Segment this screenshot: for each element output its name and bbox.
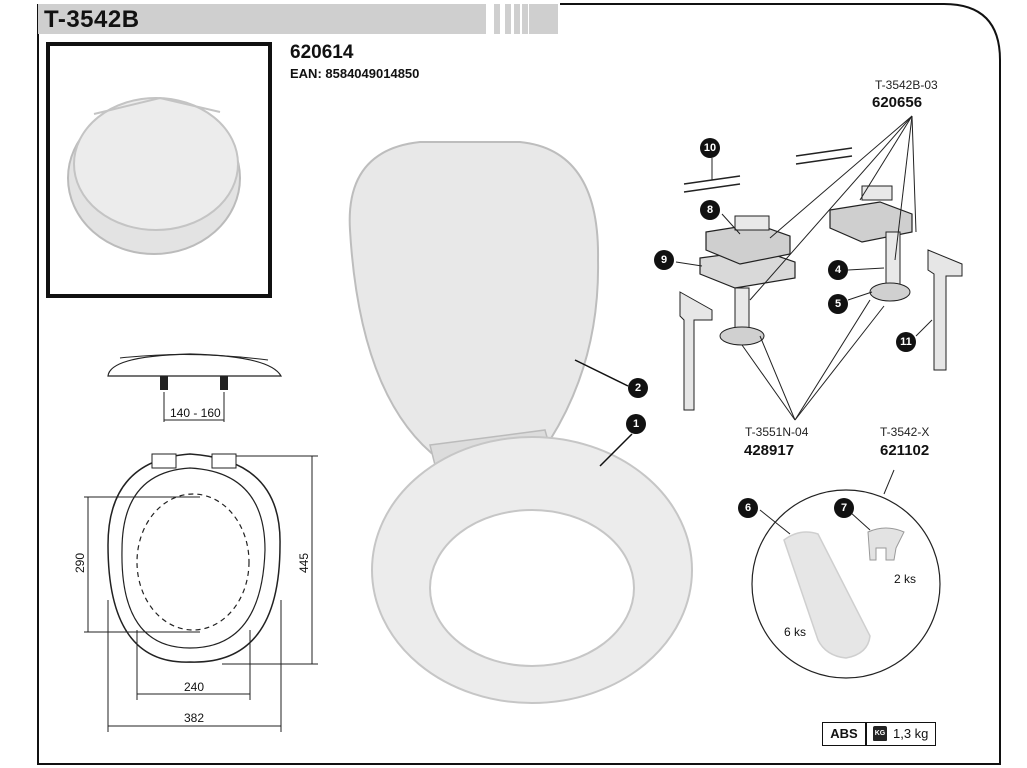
callout-7: 7 [834, 498, 854, 518]
hinge-kit-ref: T-3542B-03 [875, 78, 938, 92]
bumper-kit-ref: T-3542-X [880, 425, 930, 439]
callout-6: 6 [738, 498, 758, 518]
bumper-kit-code: 621102 [880, 442, 930, 459]
callout-1: 1 [626, 414, 646, 434]
hinge-kit-code: 620656 [872, 94, 923, 111]
bolt-kit-ref: T-3551N-04 [745, 425, 809, 439]
callout-9: 9 [654, 250, 674, 270]
callout-4: 4 [828, 260, 848, 280]
callout-2: 2 [628, 378, 648, 398]
page-title: T-3542B [44, 6, 140, 33]
product-thumbnail [46, 42, 272, 298]
callout-5: 5 [828, 294, 848, 314]
callout-8: 8 [700, 200, 720, 220]
header-bar [38, 4, 558, 34]
bolt-kit-code: 428917 [744, 442, 795, 459]
weight-badge: KG 1,3 kg [866, 722, 936, 746]
product-code: 620614 [290, 42, 354, 63]
weight-icon: KG [873, 726, 887, 741]
ean-code: EAN: 8584049014850 [290, 66, 420, 81]
dim-inner-width: 240 [184, 680, 205, 694]
material-badge: ABS [822, 722, 866, 746]
header-stripes [486, 4, 529, 34]
seat-thumbnail-image [67, 96, 241, 255]
bumper-large-qty: 6 ks [784, 625, 807, 639]
dim-hinge-spacing: 140 - 160 [170, 406, 221, 420]
bumper-small-qty: 2 ks [894, 572, 917, 586]
callout-11: 11 [896, 332, 916, 352]
callout-10: 10 [700, 138, 720, 158]
weight-value: 1,3 kg [893, 726, 929, 741]
dim-outer-width: 382 [184, 711, 205, 725]
